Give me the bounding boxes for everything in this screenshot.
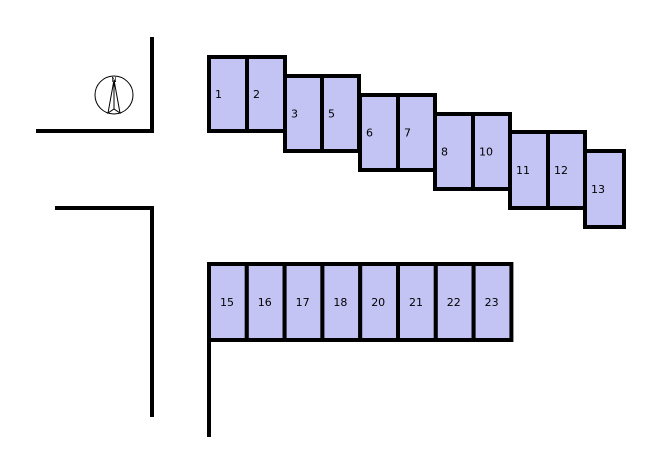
parking-spot-12-label: 12 [554,164,568,177]
parking-spot-5[interactable]: 5 [320,74,361,153]
parking-spot-7-label: 7 [404,127,411,140]
parking-spot-8-box [433,112,475,191]
parking-spot-8-label: 8 [441,146,448,159]
parking-spot-15-label: 15 [220,296,234,309]
parking-spot-6-label: 6 [366,127,373,140]
parking-spot-17[interactable]: 17 [282,262,325,342]
parking-spot-11[interactable]: 11 [508,130,550,210]
parking-spot-2-box [245,55,287,133]
lower-parking-row: 15 16 17 18 20 21 22 23 [207,262,514,342]
parking-spot-5-box [320,74,361,153]
parking-spot-20-box [358,262,401,342]
parking-spot-1-label: 1 [215,88,222,101]
parking-spot-20[interactable]: 20 [358,262,401,342]
parking-spot-2-label: 2 [253,88,260,101]
parking-spot-23-label: 23 [485,296,499,309]
parking-spot-17-label: 17 [296,296,310,309]
parking-spot-23[interactable]: 23 [471,262,514,342]
parking-spot-10[interactable]: 10 [471,112,512,191]
parking-spot-1[interactable]: 1 [207,55,249,133]
parking-spot-18[interactable]: 18 [320,262,363,342]
parking-spot-3-label: 3 [291,108,298,121]
parking-spot-13[interactable]: 13 [583,149,626,229]
parking-spot-13-box [583,149,626,229]
compass: N [94,75,134,115]
parking-spot-20-label: 20 [371,296,385,309]
parking-spot-22-label: 22 [447,296,461,309]
parking-spot-7-box [396,93,437,172]
parking-spot-6[interactable]: 6 [358,93,400,172]
parking-spot-3[interactable]: 3 [283,74,324,153]
parking-spot-8[interactable]: 8 [433,112,475,191]
parking-spot-15[interactable]: 15 [207,262,249,342]
parking-spot-21[interactable]: 21 [396,262,438,342]
compass-north-label: N [111,76,116,84]
parking-spot-7[interactable]: 7 [396,93,437,172]
parking-spot-16-label: 16 [258,296,272,309]
parking-spot-11-label: 11 [516,164,530,177]
parking-spot-23-box [471,262,514,342]
parking-spot-2[interactable]: 2 [245,55,287,133]
parking-spot-16[interactable]: 16 [244,262,287,342]
parking-spot-13-label: 13 [591,183,605,196]
parking-spot-11-box [508,130,550,210]
parking-spot-6-box [358,93,400,172]
parking-spot-21-label: 21 [409,296,423,309]
road-line-mid-left [55,206,154,417]
road-line-top-left [36,37,154,133]
parking-spot-22[interactable]: 22 [433,262,476,342]
parking-spot-22-box [433,262,476,342]
parking-spot-12[interactable]: 12 [546,130,587,210]
parking-spot-5-label: 5 [328,108,335,121]
parking-spot-18-label: 18 [333,296,347,309]
parking-spot-12-box [546,130,587,210]
parking-spot-10-label: 10 [479,146,493,159]
